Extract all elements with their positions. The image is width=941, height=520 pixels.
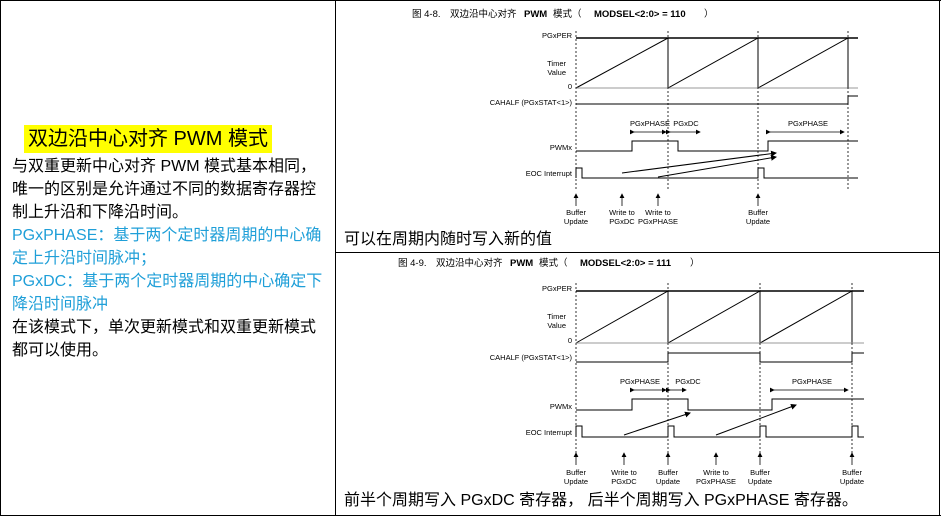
fig1-label-pgxphase-b: PGxPHASE: [788, 119, 828, 128]
table-border-top: [0, 0, 941, 1]
fig2-title-text: 双边沿中心对齐: [436, 257, 503, 269]
fig1-phase-write-arrow: [657, 154, 777, 178]
fig2-ev-buffer4-a: Buffer: [842, 468, 862, 477]
fig1-ev-buffer1-a: Buffer: [566, 208, 586, 217]
timing-diagram-4-8: 图 4-8. 双边沿中心对齐 PWM 模式（ MODSEL<2:0> = 110…: [412, 8, 858, 226]
fig2-title-mid: 模式（: [539, 257, 568, 269]
fig2-label-pgxper: PGxPER: [542, 284, 573, 293]
table-border-right: [939, 0, 940, 516]
fig1-pwm-waveform: [576, 140, 858, 152]
fig2-ev-buffer4-b: Update: [840, 477, 864, 486]
intro-text: 与双重更新中心对齐 PWM 模式基本相同，唯一的区别是允许通过不同的数据寄存器控…: [12, 158, 317, 221]
pgxdc-note: PGxDC：基于两个定时器周期的中心确定下降沿时间脉冲: [12, 273, 323, 313]
fig1-label-pwmx: PWMx: [550, 143, 572, 152]
fig1-label-eoc: EOC Interrupt: [526, 169, 573, 178]
section-title: 双边沿中心对齐 PWM 模式: [24, 125, 272, 153]
fig1-title-code: MODSEL<2:0> = 110: [594, 9, 686, 20]
fig2-ev-buffer1-a: Buffer: [566, 468, 586, 477]
fig2-phase-write-arrow: [715, 403, 797, 436]
timing-diagram-4-9: 图 4-9. 双边沿中心对齐 PWM 模式（ MODSEL<2:0> = 111…: [398, 257, 864, 486]
fig2-dc-write-arrow: [623, 411, 691, 436]
fig2-ev-buffer3-b: Update: [748, 477, 772, 486]
fig1-eoc-waveform: [575, 167, 858, 179]
table-border-left: [0, 0, 1, 516]
table-border-bottom: [0, 515, 941, 516]
fig2-caption: 前半个周期写入 PGxDC 寄存器， 后半个周期写入 PGxPHASE 寄存器。: [344, 492, 858, 509]
fig1-title-mid: 模式（: [553, 8, 582, 20]
fig2-label-zero: 0: [568, 336, 572, 345]
fig2-title-prefix: 图 4-9.: [398, 258, 427, 269]
fig1-title-bold: PWM: [524, 9, 547, 20]
fig1-label-pgxper: PGxPER: [542, 31, 573, 40]
fig2-label-eoc: EOC Interrupt: [526, 428, 573, 437]
fig2-pwm-waveform: [576, 398, 864, 411]
fig1-cahalf-waveform: [576, 95, 858, 105]
fig1-ev-buffer1-b: Update: [564, 217, 588, 226]
fig2-label-pgxphase-a: PGxPHASE: [620, 377, 660, 386]
left-description-cell: 双边沿中心对齐 PWM 模式 与双重更新中心对齐 PWM 模式基本相同，唯一的区…: [4, 125, 329, 362]
row-divider: [336, 252, 939, 253]
fig1-ev-buffer2-a: Buffer: [748, 208, 768, 217]
pgxphase-note: PGxPHASE：基于两个定时器周期的中心确定上升沿时间脉冲；: [12, 227, 322, 267]
fig2-ev-buffer3-a: Buffer: [750, 468, 770, 477]
fig2-ev-buffer2-b: Update: [656, 477, 680, 486]
fig1-label-value: Value: [547, 68, 566, 77]
fig2-label-cahalf: CAHALF (PGxSTAT<1>): [490, 353, 573, 362]
fig1-ev-wph-b: PGxPHASE: [638, 217, 678, 226]
fig2-ev-buffer2-a: Buffer: [658, 468, 678, 477]
fig2-title-end: ）: [690, 257, 700, 269]
fig1-title-text: 双边沿中心对齐: [450, 8, 517, 20]
fig1-ev-wdc-b: PGxDC: [609, 217, 635, 226]
column-divider: [335, 0, 336, 516]
fig2-label-pwmx: PWMx: [550, 402, 572, 411]
fig1-dc-write-arrow: [621, 150, 777, 174]
fig2-title-bold: PWM: [510, 258, 533, 269]
mode-note: 在该模式下，单次更新模式和双重更新模式都可以使用。: [12, 319, 317, 359]
fig1-label-cahalf: CAHALF (PGxSTAT<1>): [490, 98, 573, 107]
fig2-ev-wdc-a: Write to: [611, 468, 637, 477]
fig2-timer-sawtooth: [575, 290, 853, 344]
fig2-ev-buffer1-b: Update: [564, 477, 588, 486]
fig1-timer-sawtooth: [575, 37, 849, 89]
fig1-label-zero: 0: [568, 82, 572, 91]
fig2-ev-wph-a: Write to: [703, 468, 729, 477]
fig1-label-pgxdc: PGxDC: [673, 119, 699, 128]
fig1-label-timer: Timer: [547, 59, 566, 68]
fig2-label-value: Value: [547, 321, 566, 330]
fig1-caption: 可以在周期内随时写入新的值: [344, 231, 553, 248]
fig1-ev-wph-a: Write to: [645, 208, 671, 217]
fig2-ev-wph-b: PGxPHASE: [696, 477, 736, 486]
fig2-label-pgxphase-b: PGxPHASE: [792, 377, 832, 386]
fig1-label-pgxphase-a: PGxPHASE: [630, 119, 670, 128]
fig2-ev-wdc-b: PGxDC: [611, 477, 637, 486]
fig2-title-code: MODSEL<2:0> = 111: [580, 258, 672, 269]
fig1-title-prefix: 图 4-8.: [412, 9, 441, 20]
fig2-eoc-waveform: [575, 425, 864, 438]
fig1-ev-buffer2-b: Update: [746, 217, 770, 226]
fig1-ev-wdc-a: Write to: [609, 208, 635, 217]
fig2-cahalf-waveform: [576, 352, 864, 363]
fig1-title-end: ）: [704, 8, 714, 20]
fig2-label-timer: Timer: [547, 312, 566, 321]
fig2-label-pgxdc: PGxDC: [675, 377, 701, 386]
